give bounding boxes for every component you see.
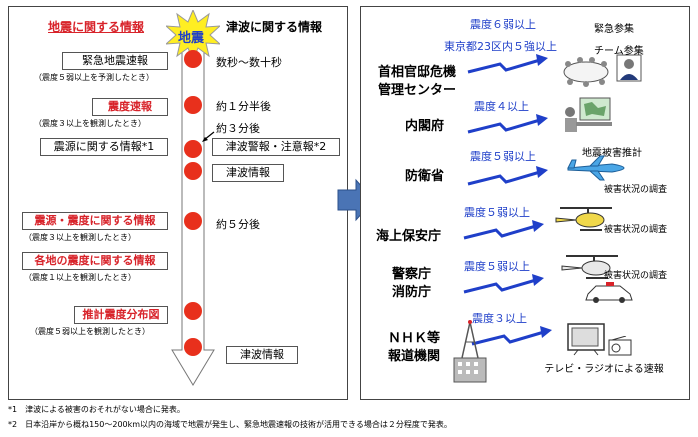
- intensity-label: 震度４以上: [474, 100, 529, 113]
- timeline-arrow: [171, 39, 215, 386]
- earthquake-info-panel: [8, 6, 348, 400]
- info-box-note: （震度５弱以上を予測したとき）: [34, 73, 154, 82]
- timeline-dot: [184, 50, 202, 68]
- helicopter-icon: [561, 255, 618, 279]
- intensity-label: 震度３以上: [472, 312, 527, 325]
- info-box-note: （震度３以上を観測したとき）: [34, 119, 146, 128]
- jet-plane-icon: [567, 155, 625, 181]
- info-box-epicenter: 震源に関する情報*1: [40, 138, 168, 156]
- info-box-note: （震度１以上を観測したとき）: [24, 273, 136, 282]
- info-box-intensity-flash: 震度速報: [92, 98, 168, 116]
- lightning-arrow-icon: [467, 114, 548, 134]
- helicopter-icon: [555, 207, 612, 231]
- tsunami-warning-box: 津波警報・注意報*2: [212, 138, 340, 156]
- timeline-dot: [184, 140, 202, 158]
- time-label: 約５分後: [216, 218, 260, 231]
- intensity-label-tokyo: 東京都23区内５強以上: [444, 40, 557, 53]
- intensity-label: 震度５弱以上: [464, 206, 530, 219]
- lightning-arrow-icon: [463, 274, 544, 294]
- caption: 地震被害推計: [582, 148, 642, 159]
- org-cabinet-office: 内閣府: [405, 119, 445, 134]
- org-nhk-media: ＮＨＫ等報道機関: [388, 331, 441, 364]
- timeline-dot: [184, 302, 202, 320]
- timeline-dot: [184, 212, 202, 230]
- footnote-1: *1 津波による被害のおそれがない場合に発表。: [8, 405, 185, 414]
- info-box-epicenter-intensity: 震源・震度に関する情報: [22, 212, 168, 230]
- info-box-estimated-map: 推計震度分布図: [74, 306, 168, 324]
- lightning-arrow-icon: [463, 220, 544, 240]
- caption: 被害状況の調査: [604, 271, 668, 281]
- small-arrow-icon: [202, 131, 215, 142]
- intensity-label: 震度５弱以上: [470, 150, 536, 163]
- tsunami-info-box: 津波情報: [226, 346, 298, 364]
- header-tsunami-info: 津波に関する情報: [226, 20, 323, 34]
- time-label: 約１分半後: [216, 100, 271, 113]
- intensity-label: 震度６弱以上: [470, 18, 536, 31]
- computer-analyst-icon: [565, 97, 612, 132]
- org-defense: 防衛省: [405, 169, 445, 184]
- lightning-arrow-icon: [467, 54, 548, 74]
- radio-icon: [608, 336, 632, 356]
- footnote-2: *2 日本沿岸から概ね150～200km以内の海域で地震が発生し、緊急地震速報の…: [8, 420, 452, 429]
- lightning-arrow-icon: [471, 326, 552, 346]
- police-car-icon: [585, 282, 633, 303]
- official-person-icon: [616, 54, 642, 82]
- caption: 緊急参集: [594, 24, 634, 35]
- info-box-note: （震度５弱以上を観測したとき）: [30, 327, 150, 336]
- timeline-dot: [184, 162, 202, 180]
- time-label: 約３分後: [216, 122, 260, 135]
- television-icon: [567, 323, 605, 356]
- org-kantei: 首相官邸危機管理センター: [378, 65, 457, 98]
- intensity-label: 震度５弱以上: [464, 260, 530, 273]
- caption: 被害状況の調査: [604, 185, 668, 195]
- info-box-eew: 緊急地震速報: [62, 52, 168, 70]
- info-box-note: （震度３以上を観測したとき）: [24, 233, 136, 242]
- time-label: 数秒～数十秒: [216, 56, 282, 69]
- caption: 被害状況の調査: [604, 225, 668, 235]
- timeline-dot: [184, 338, 202, 356]
- org-coast-guard: 海上保安庁: [376, 229, 442, 244]
- timeline-dot: [184, 96, 202, 114]
- tsunami-info-box: 津波情報: [212, 164, 284, 182]
- caption: チーム参集: [594, 46, 644, 57]
- meeting-table-icon: [563, 57, 609, 87]
- caption: テレビ・ラジオによる速報: [544, 364, 664, 375]
- broadcast-tower-icon: [453, 320, 487, 383]
- starburst-label: 地震: [178, 31, 205, 46]
- earthquake-starburst-icon: [166, 10, 220, 60]
- header-earthquake-info: 地震に関する情報: [48, 20, 145, 34]
- lightning-arrow-icon: [467, 166, 548, 186]
- org-police-fire: 警察庁消防庁: [392, 267, 432, 300]
- info-box-local-intensity: 各地の震度に関する情報: [22, 252, 168, 270]
